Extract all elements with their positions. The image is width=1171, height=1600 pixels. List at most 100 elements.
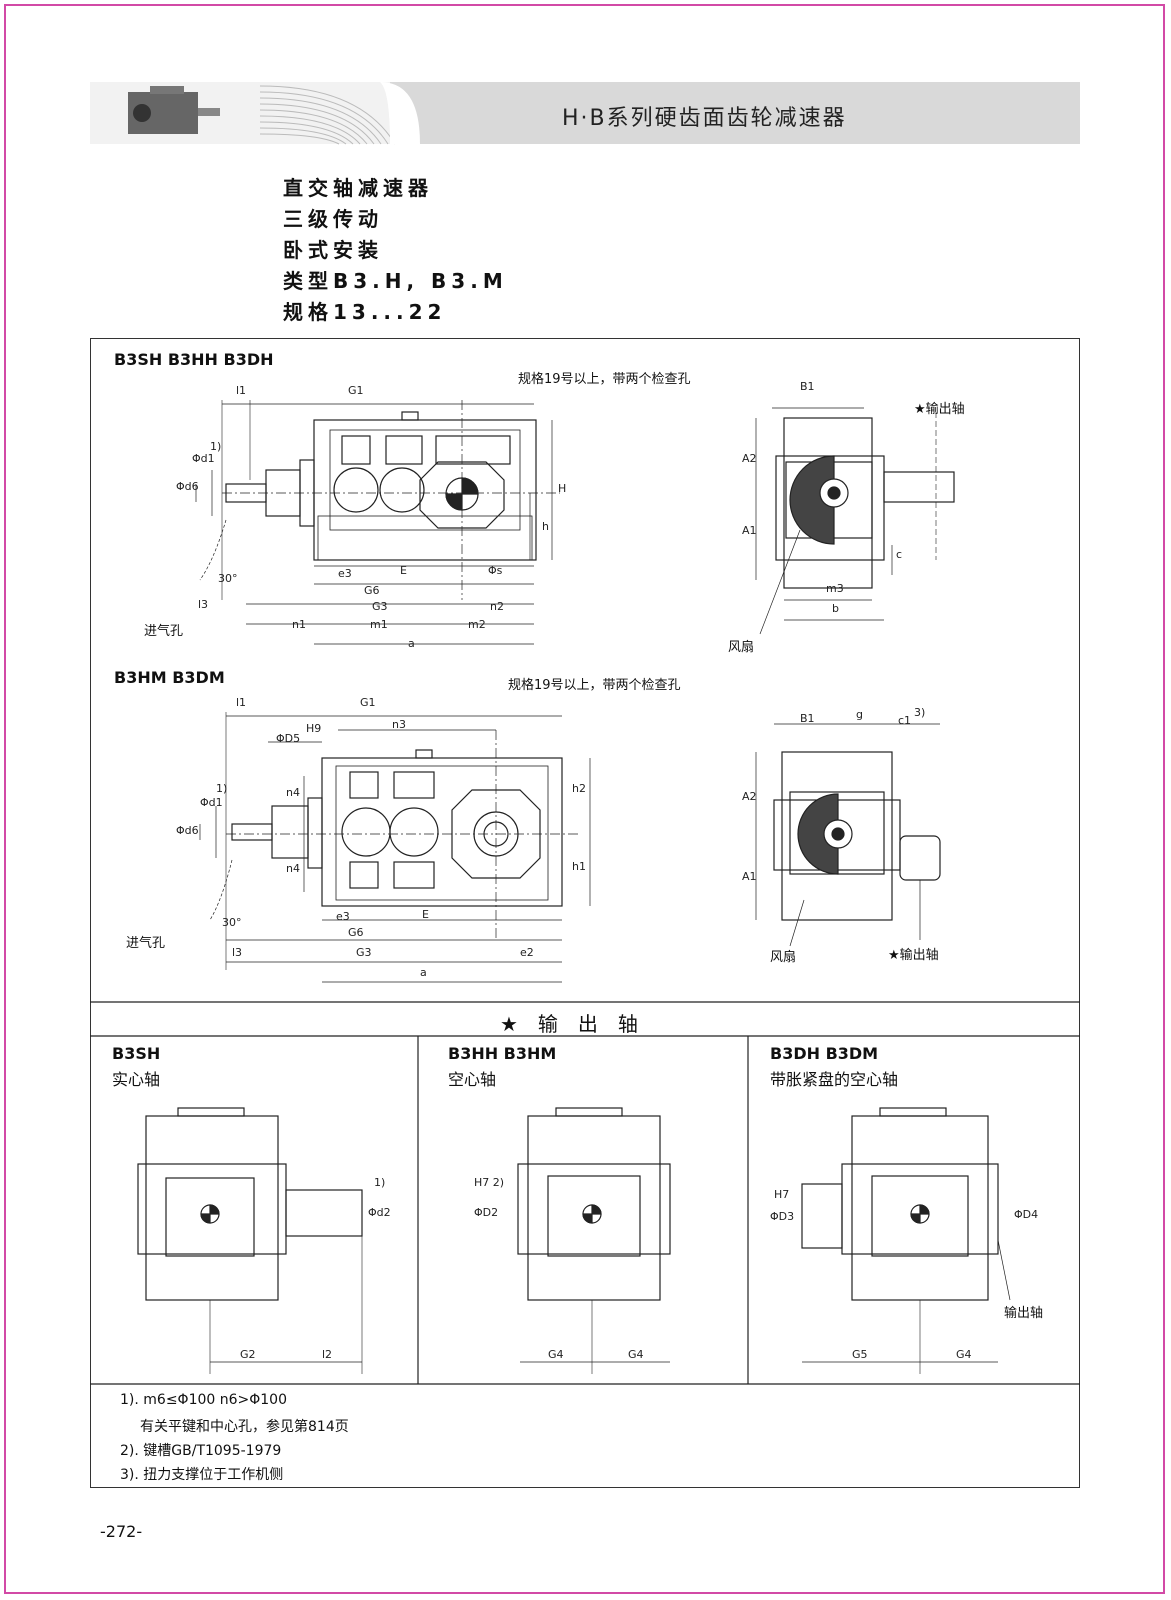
side2-output-shaft: ★输出轴 (888, 948, 939, 963)
col1-subtitle: 实心轴 (112, 1070, 161, 1089)
side-A2: A2 (742, 452, 757, 465)
dim2-n4b: n4 (286, 862, 300, 875)
reducer-thumbnail (128, 86, 220, 134)
dim2-H9: H9 (306, 722, 322, 735)
drawing-panel (90, 338, 1080, 1488)
subtitle-line-4: 类型B3.H, B3.M (283, 269, 508, 293)
diagram1-side-view (755, 407, 955, 635)
note-1b: 有关平键和中心孔，参见第814页 (140, 1419, 349, 1435)
col3-shaft-label2: ΦD4 (1014, 1208, 1039, 1221)
subtitle-line-1: 直交轴减速器 (283, 176, 433, 200)
output-section-title: ★ 输 出 轴 (500, 1012, 638, 1036)
dim2-l1: l1 (236, 696, 247, 709)
side-m3: m3 (826, 582, 844, 595)
side2-A1: A1 (742, 870, 757, 883)
col2-title: B3HH B3HM (448, 1044, 557, 1063)
diagram2-front-view (199, 712, 591, 983)
dim2-phi-D5: ΦD5 (276, 732, 301, 745)
dim-n2: n2 (490, 600, 504, 613)
subtitle-line-3: 卧式安装 (283, 238, 383, 262)
inlet-label: 进气孔 (144, 624, 184, 639)
col3-dim-G4: G4 (956, 1348, 972, 1361)
dim-m2: m2 (468, 618, 486, 631)
diagram1-title: B3SH B3HH B3DH (114, 350, 274, 369)
side-output-shaft: ★输出轴 (914, 402, 965, 417)
diagram2-note: 规格19号以上，带两个检查孔 (508, 678, 681, 693)
side2-B1: B1 (800, 712, 815, 725)
col1-dim-G2: G2 (240, 1348, 256, 1361)
dim-a: a (408, 637, 415, 650)
col1-title: B3SH (112, 1044, 161, 1063)
side2-A2: A2 (742, 790, 757, 803)
side-c: c (896, 548, 903, 561)
dim2-phi-d1-sup: 1) (216, 782, 228, 795)
dim-phi-d1: Φd1 (192, 452, 215, 465)
dim2-l3: l3 (232, 946, 243, 959)
dim-phi-d1-sup: 1) (210, 440, 222, 453)
dim2-E: E (422, 908, 429, 921)
col3-subtitle: 带胀紧盘的空心轴 (770, 1070, 899, 1089)
dim2-phi-d1: Φd1 (200, 796, 223, 809)
dim2-phi-d6: Φd6 (176, 824, 199, 837)
dim-E: E (400, 564, 407, 577)
diagram1-note: 规格19号以上，带两个检查孔 (518, 372, 691, 387)
dim-e3: e3 (338, 567, 352, 580)
dim2-h1: h1 (572, 860, 586, 873)
note-3: 3). 扭力支撑位于工作机侧 (120, 1467, 284, 1483)
dim-phi-d6: Φd6 (176, 480, 199, 493)
dim-n1: n1 (292, 618, 306, 631)
output-shaft-hollow (517, 1107, 671, 1374)
side-B1: B1 (800, 380, 815, 393)
inlet2-label: 进气孔 (126, 936, 166, 951)
col3-title: B3DH B3DM (770, 1044, 879, 1063)
dim-l3: l3 (198, 598, 209, 611)
dim2-a: a (420, 966, 427, 979)
dim-angle: 30° (218, 572, 238, 585)
side2-c1-sup: 3) (914, 706, 926, 719)
dim2-angle: 30° (222, 916, 242, 929)
col2-shaft-sup: H7 2) (474, 1176, 505, 1189)
header-title: H·B系列硬齿面齿轮减速器 (562, 106, 847, 131)
dim-G1: G1 (348, 384, 364, 397)
dim2-n4a: n4 (286, 786, 300, 799)
side-A1: A1 (742, 524, 757, 537)
col3-dim-G5: G5 (852, 1348, 868, 1361)
diagram2-side-view (755, 723, 941, 947)
dim-l1: l1 (236, 384, 247, 397)
dim2-h2: h2 (572, 782, 586, 795)
col1-shaft-sup: 1) (374, 1176, 386, 1189)
dim-phi-s: Φs (488, 564, 503, 577)
col2-shaft-label: ΦD2 (474, 1206, 499, 1219)
dim2-n3: n3 (392, 718, 406, 731)
col1-dim-l2: l2 (322, 1348, 333, 1361)
col3-output-label: 输出轴 (1004, 1306, 1044, 1321)
side2-fan: 风扇 (770, 950, 797, 965)
dim2-e3: e3 (336, 910, 350, 923)
side-fan: 风扇 (728, 640, 755, 655)
dim-G6: G6 (364, 584, 380, 597)
output-shaft-shrink-disc (801, 1107, 1011, 1374)
col3-shaft-sup: H7 (774, 1188, 790, 1201)
col3-shaft-label: ΦD3 (770, 1210, 795, 1223)
col2-dim-G4b: G4 (628, 1348, 644, 1361)
diagram2-title: B3HM B3DM (114, 668, 225, 687)
dim-h: h (542, 520, 549, 533)
page-number: -272- (100, 1522, 143, 1541)
dim2-G1: G1 (360, 696, 376, 709)
side2-g: g (856, 708, 863, 721)
subtitle-line-5: 规格13...22 (283, 300, 447, 324)
subtitle-line-2: 三级传动 (283, 207, 383, 231)
output-shaft-solid (137, 1107, 363, 1374)
side2-c1: c1 (898, 714, 912, 727)
dim-m1: m1 (370, 618, 388, 631)
dim2-G6: G6 (348, 926, 364, 939)
diagram1-front-view (195, 400, 560, 645)
dim2-e2: e2 (520, 946, 534, 959)
dim-H: H (558, 482, 567, 495)
col1-shaft-label: Φd2 (368, 1206, 391, 1219)
col2-subtitle: 空心轴 (448, 1070, 497, 1089)
page-border (4, 4, 1165, 1594)
dim2-G3: G3 (356, 946, 372, 959)
side-b: b (832, 602, 839, 615)
